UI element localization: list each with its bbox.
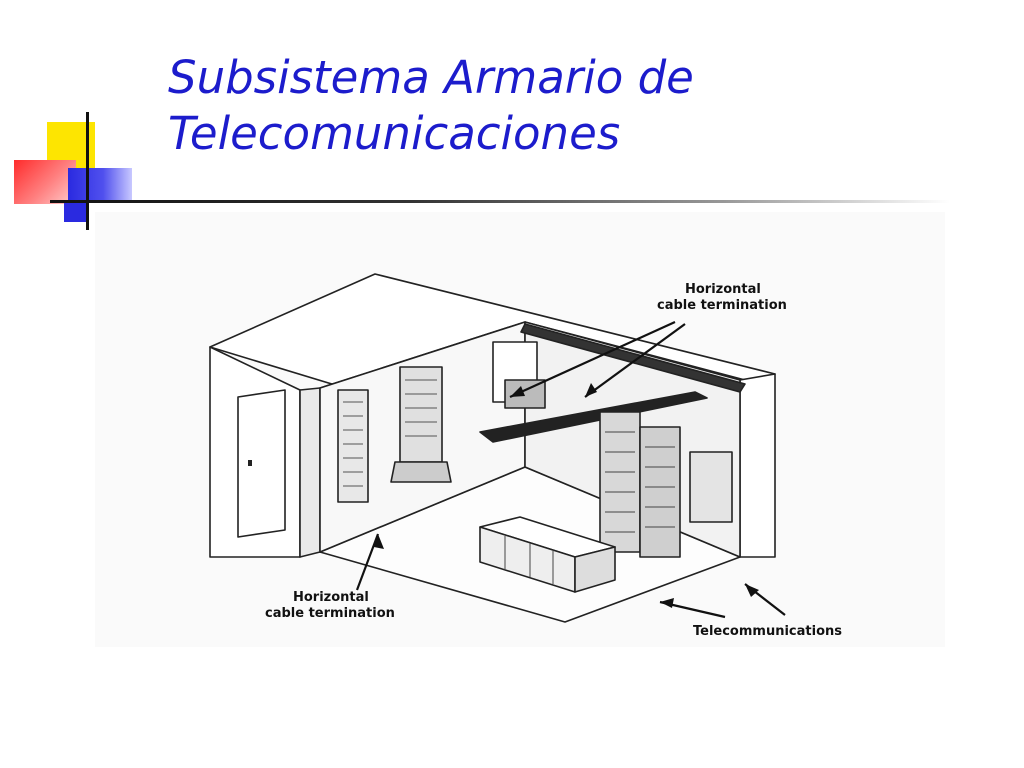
arrowhead-bottom-right-2 bbox=[745, 584, 759, 597]
title-underline-rule bbox=[50, 200, 950, 203]
floor-cabinet-side bbox=[574, 546, 616, 593]
telecom-room-diagram: Horizontal cable termination Horizontal … bbox=[95, 212, 945, 647]
rack-right-2 bbox=[639, 426, 681, 558]
small-blue-square-decoration bbox=[64, 200, 86, 222]
label-top-line-2: cable termination bbox=[657, 298, 787, 313]
arrow-top-1 bbox=[509, 320, 676, 399]
right-outer-wall bbox=[739, 373, 776, 558]
red-square-decoration bbox=[14, 160, 76, 204]
telecom-room-drawing bbox=[209, 273, 786, 623]
label-horizontal-cable-termination-top: Horizontal cable termination bbox=[657, 282, 787, 314]
arrow-top-2 bbox=[584, 323, 686, 398]
cable-tray-lower bbox=[479, 391, 708, 443]
blue-square-decoration bbox=[68, 168, 132, 202]
front-wall bbox=[299, 387, 321, 558]
slide-title: Subsistema Armario de Telecomunicaciones bbox=[168, 50, 948, 162]
door-handle bbox=[248, 460, 252, 466]
label-bottom-left-line-2: cable termination bbox=[265, 606, 395, 621]
label-top-line-1: Horizontal bbox=[685, 282, 761, 297]
arrow-bottom-left bbox=[355, 533, 380, 591]
slide-title-line-2: Telecomunicaciones bbox=[168, 107, 621, 160]
slide-title-line-1: Subsistema Armario de bbox=[168, 51, 694, 104]
label-bottom-left-line-1: Horizontal bbox=[293, 590, 369, 605]
arrowhead-top-1 bbox=[510, 386, 525, 397]
label-telecommunications-text: Telecommunications bbox=[693, 624, 842, 639]
label-telecommunications: Telecommunications bbox=[693, 624, 842, 640]
vertical-line-decoration bbox=[86, 112, 89, 230]
rack-right-1 bbox=[599, 411, 641, 553]
rack-left-2 bbox=[399, 366, 443, 463]
rack-left-2-base bbox=[390, 461, 452, 483]
cable-tray-upper bbox=[520, 323, 746, 393]
wall-panel-right bbox=[689, 451, 733, 523]
arrowhead-top-2 bbox=[585, 383, 597, 397]
door bbox=[237, 389, 286, 538]
rack-left-1 bbox=[337, 389, 369, 503]
arrowhead-bottom-left bbox=[374, 534, 384, 549]
label-horizontal-cable-termination-bottom: Horizontal cable termination bbox=[265, 590, 395, 622]
arrowhead-bottom-right-1 bbox=[660, 598, 674, 608]
